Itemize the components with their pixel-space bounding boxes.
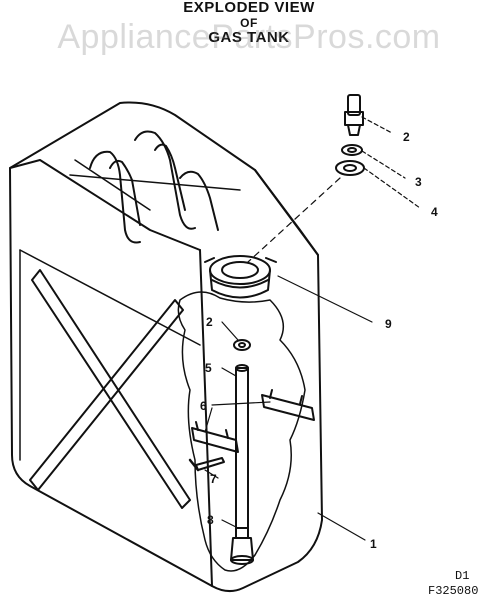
callout-3: 3 xyxy=(415,175,422,189)
callout-8: 8 xyxy=(207,513,214,527)
filler-neck xyxy=(209,255,271,285)
callout-7: 7 xyxy=(210,472,217,486)
drawing-code-line-2: F325080 xyxy=(428,584,479,598)
callout-9: 9 xyxy=(385,317,392,331)
tank-handle-3 xyxy=(179,170,219,231)
callout-2-top: 2 xyxy=(403,130,410,144)
title-line-1: EXPLODED VIEW xyxy=(183,0,315,16)
callout-4: 4 xyxy=(431,205,438,219)
washer-lower xyxy=(233,339,251,351)
gasket xyxy=(335,160,365,176)
bracket-upper xyxy=(261,394,315,421)
tank-front-edge xyxy=(9,159,201,251)
title-line-3: GAS TANK xyxy=(208,29,290,46)
callout-1: 1 xyxy=(370,537,377,551)
callout-2-lower: 2 xyxy=(206,315,213,329)
watermark: AppliancePartsPros.com xyxy=(57,18,441,56)
cutaway xyxy=(177,291,306,572)
fitting-bottom xyxy=(235,527,249,539)
tank-handle-1 xyxy=(89,150,141,244)
x-stamp xyxy=(31,269,191,509)
fitting-top xyxy=(347,94,361,116)
callout-6: 6 xyxy=(200,399,207,413)
bracket-lower xyxy=(191,427,239,453)
handle-bar xyxy=(69,174,241,191)
callout-5: 5 xyxy=(205,361,212,375)
tank-body xyxy=(9,101,323,592)
title-line-2: OF xyxy=(240,16,258,30)
washer-top xyxy=(341,144,363,156)
screw xyxy=(195,457,225,471)
drawing-code-line-1: D1 xyxy=(455,569,470,583)
